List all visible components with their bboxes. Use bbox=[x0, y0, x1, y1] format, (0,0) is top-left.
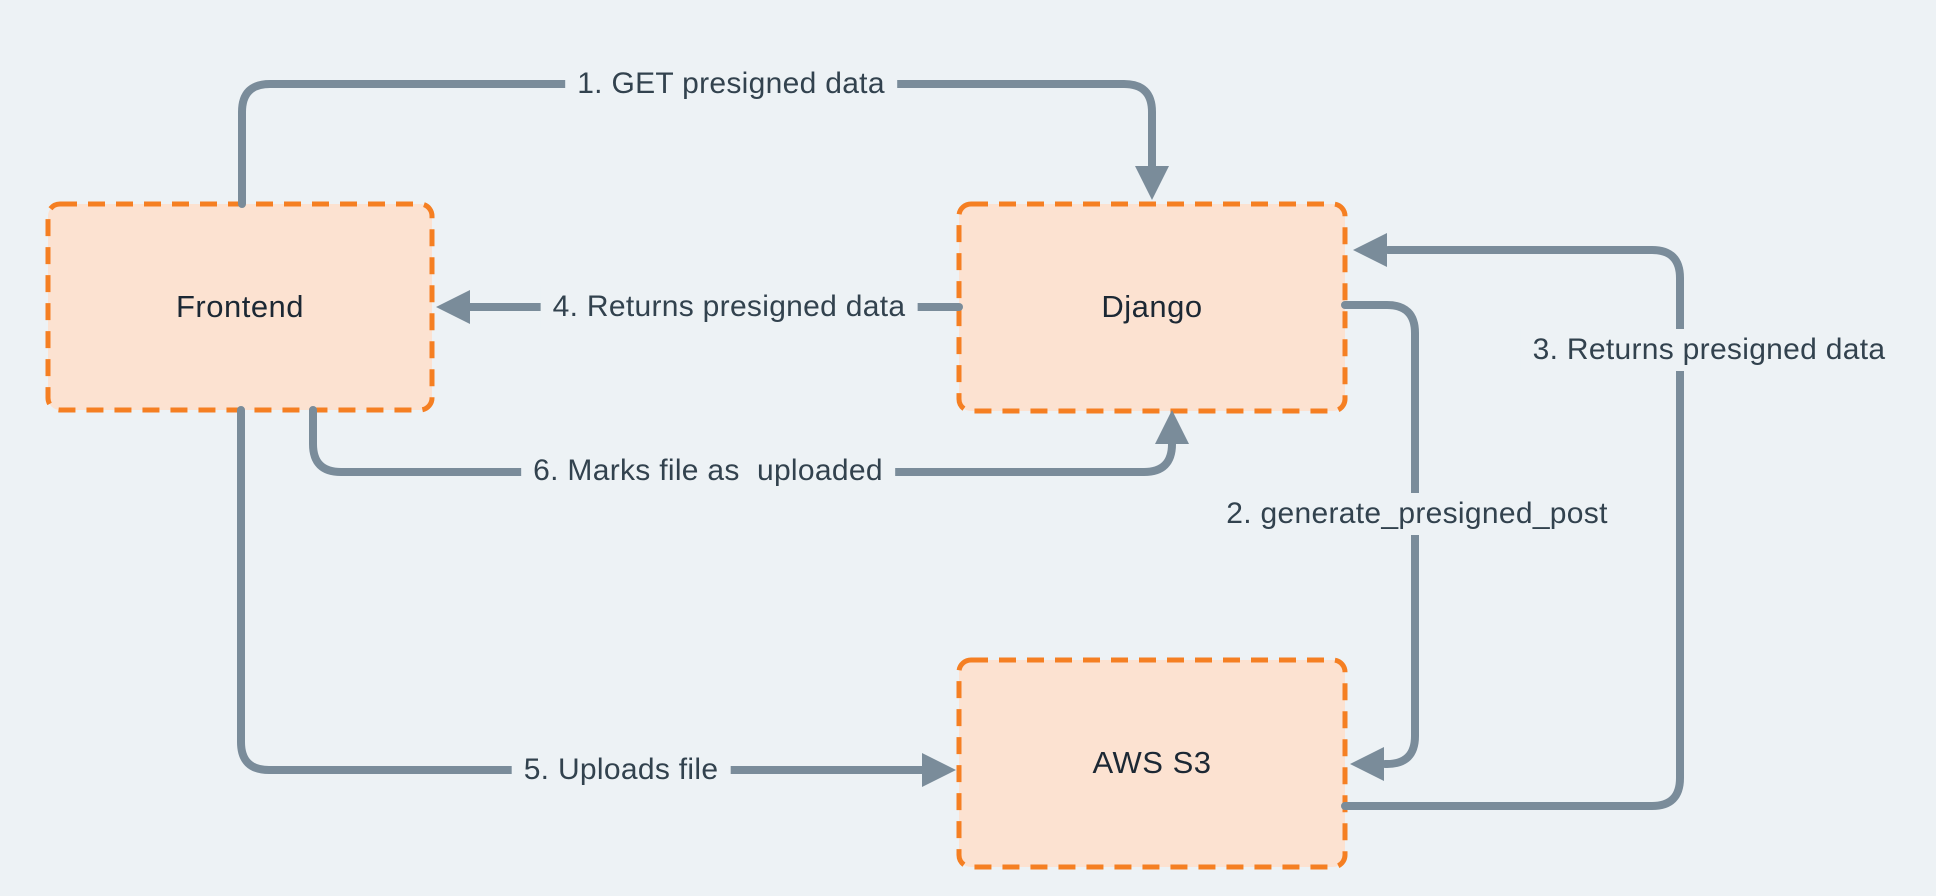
edge-label-2: 2. generate_presigned_post bbox=[1214, 493, 1620, 535]
edge-3-arrowhead bbox=[1353, 233, 1387, 267]
node-django-label: Django bbox=[1101, 289, 1203, 324]
edge-4-arrowhead bbox=[436, 290, 470, 324]
edge-2-arrowhead bbox=[1350, 747, 1384, 781]
edge-6-path bbox=[309, 406, 1176, 476]
edge-label-6: 6. Marks file as uploaded bbox=[521, 450, 895, 492]
node-django-box bbox=[956, 201, 1348, 414]
edge-3-path bbox=[1341, 246, 1684, 810]
edge-5-path bbox=[237, 406, 928, 774]
node-aws-s3-box bbox=[956, 657, 1348, 870]
edge-5-arrowhead bbox=[922, 753, 956, 787]
node-aws-s3-label: AWS S3 bbox=[1092, 745, 1212, 780]
edge-label-3: 3. Returns presigned data bbox=[1520, 329, 1898, 371]
edge-label-4: 4. Returns presigned data bbox=[540, 286, 918, 328]
edge-label-1: 1. GET presigned data bbox=[565, 63, 897, 105]
edge-label-5: 5. Uploads file bbox=[511, 749, 731, 791]
edge-1-arrowhead bbox=[1135, 166, 1169, 200]
node-frontend-label: Frontend bbox=[175, 289, 305, 324]
edge-6-arrowhead bbox=[1155, 410, 1189, 444]
